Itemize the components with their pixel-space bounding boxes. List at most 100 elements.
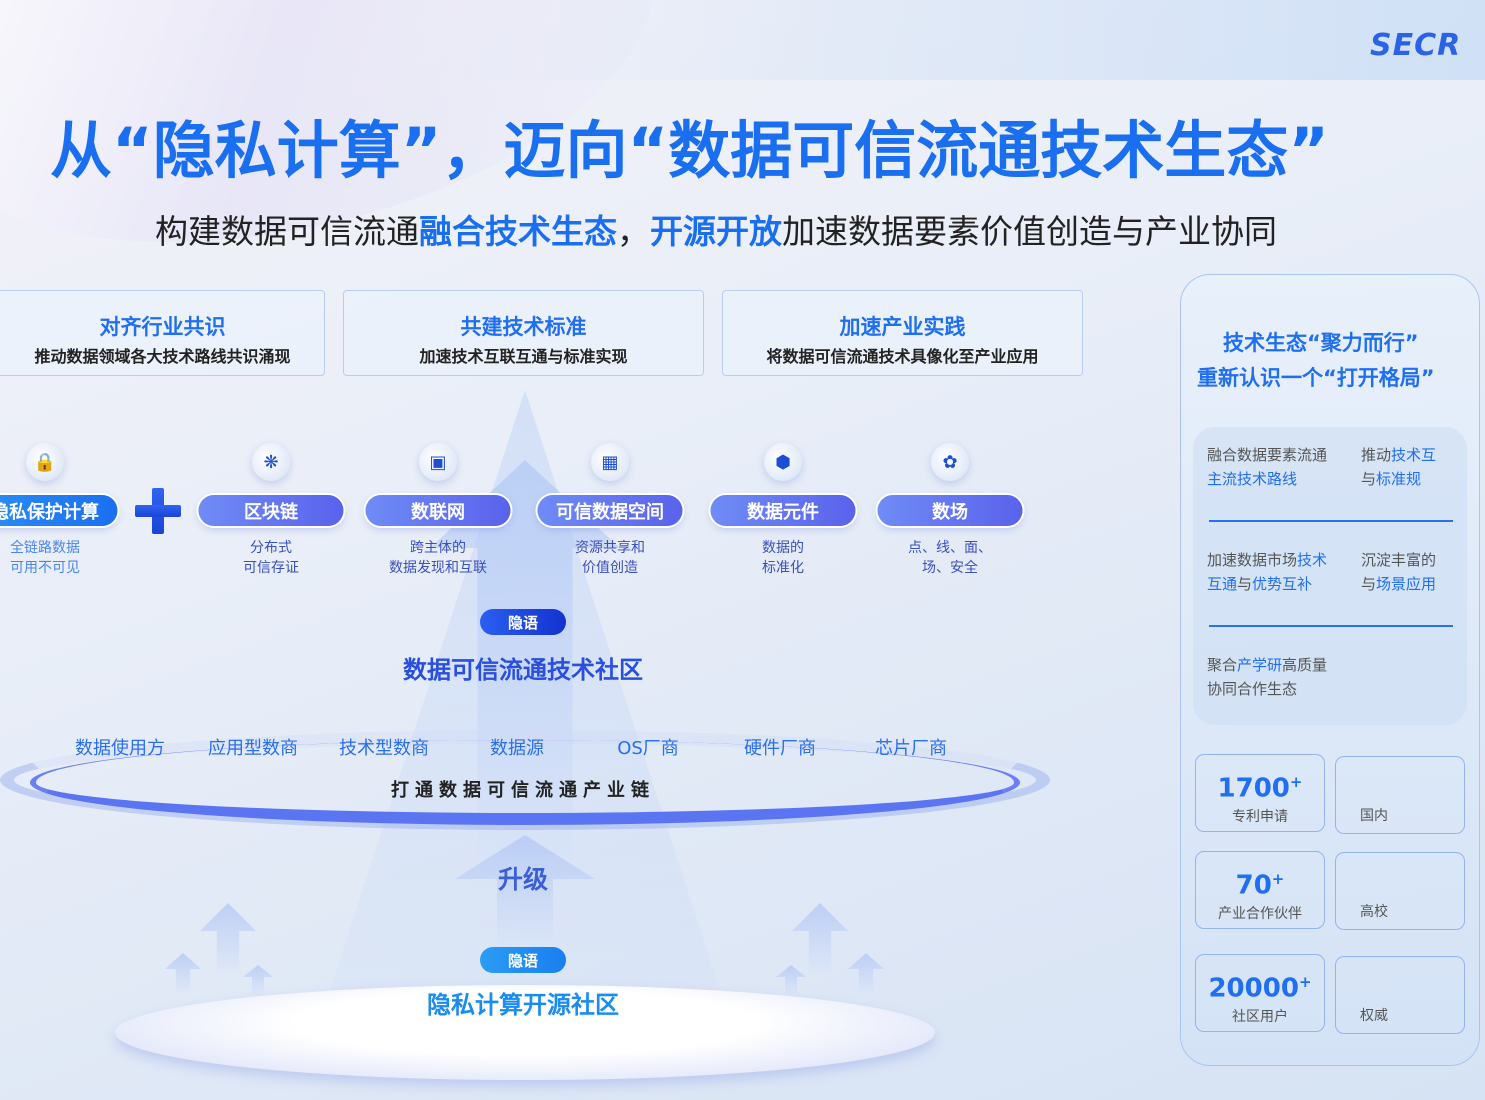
tech-pill-trusted-data-space: 可信数据空间 xyxy=(537,495,683,526)
tech-pill-data-network: 数联网 xyxy=(365,495,511,526)
logo: SECR xyxy=(1370,28,1462,63)
blockchain-icon: ❋ xyxy=(252,443,290,481)
plus-icon xyxy=(135,488,181,534)
feature-text: 协同合作生态 xyxy=(1207,680,1298,698)
subtitle-highlight: 开源开放 xyxy=(650,212,782,251)
chip-icon: ▦ xyxy=(591,443,629,481)
divider xyxy=(1209,625,1453,627)
upper-community-title: 数据可信流通技术社区 xyxy=(403,656,643,684)
stat-label: 社区用户 xyxy=(1232,1008,1288,1025)
feature-text: 沉淀丰富的 xyxy=(1361,551,1437,569)
network-icon: ▣ xyxy=(419,443,457,481)
subtitle-text: ， xyxy=(617,212,650,251)
grid-icon: ✿ xyxy=(931,443,969,481)
tech-desc: 资源共享和价值创造 xyxy=(575,538,645,578)
feature-highlight: 产学研 xyxy=(1237,656,1283,674)
stat-suffix: + xyxy=(1289,773,1303,791)
feature-text: 加速数据市场 xyxy=(1207,551,1298,569)
decor-arrow xyxy=(165,953,201,993)
desc-line: 跨主体的 xyxy=(410,540,466,556)
tech-desc: 全链路数据可用不可见 xyxy=(10,538,80,578)
tech-desc: 点、线、面、场、安全 xyxy=(908,538,992,578)
stat-card: 高校 xyxy=(1335,852,1465,930)
role-label: 硬件厂商 xyxy=(744,738,816,759)
feature-text: 与 xyxy=(1361,470,1377,488)
feature-highlight: 标准规 xyxy=(1376,470,1422,488)
decor-arrow xyxy=(848,953,884,993)
feature-text: 高质量 xyxy=(1282,656,1328,674)
stat-suffix: + xyxy=(1271,870,1285,888)
feature-highlight: 互通 xyxy=(1207,575,1238,593)
feature-highlight: 优势互补 xyxy=(1252,575,1313,593)
tech-desc: 跨主体的数据发现和互联 xyxy=(389,538,487,578)
desc-line: 价值创造 xyxy=(582,560,638,576)
goal-sub: 加速技术互联互通与标准实现 xyxy=(419,347,628,366)
tech-pill-data-field: 数场 xyxy=(877,495,1023,526)
stat-card: 1700+专利申请 xyxy=(1195,754,1325,832)
goal-sub: 推动数据领域各大技术路线共识涌现 xyxy=(34,347,291,366)
feature-item: 融合数据要素流通主流技术路线 xyxy=(1207,443,1327,491)
secretflow-badge: 隐语 xyxy=(480,609,566,635)
tech-desc: 分布式可信存证 xyxy=(243,538,299,578)
subtitle-highlight: 融合技术生态 xyxy=(419,212,617,251)
role-label: 数据使用方 xyxy=(75,738,165,759)
tech-pill-blockchain: 区块链 xyxy=(198,495,344,526)
decor-arrow xyxy=(200,903,256,973)
feature-text: 与 xyxy=(1237,575,1253,593)
role-label: 芯片厂商 xyxy=(875,738,947,759)
desc-line: 可信存证 xyxy=(243,560,299,576)
lower-community-title: 隐私计算开源社区 xyxy=(427,991,619,1019)
stat-card: 20000+ 社区用户 xyxy=(1195,954,1325,1032)
feature-highlight: 场景应用 xyxy=(1376,575,1437,593)
panel-title-line1: 技术生态“聚力而行” xyxy=(1223,331,1419,355)
tech-pill-privacy-computing: 隐私保护计算 xyxy=(0,495,118,526)
stat-suffix: + xyxy=(1298,973,1312,991)
desc-line: 场、安全 xyxy=(922,560,978,576)
desc-line: 数据发现和互联 xyxy=(389,560,487,576)
goal-box: 加速产业实践将数据可信流通技术具像化至产业应用 xyxy=(722,290,1083,376)
desc-line: 资源共享和 xyxy=(575,540,645,556)
page-subtitle: 构建数据可信流通融合技术生态，开源开放加速数据要素价值创造与产业协同 xyxy=(155,205,1277,253)
feature-item: 推动技术互与标准规 xyxy=(1361,443,1436,491)
secretflow-badge: 隐语 xyxy=(480,947,566,973)
page-title: 从“隐私计算”，迈向“数据可信流通技术生态” xyxy=(50,114,1329,187)
goal-box: 共建技术标准加速技术互联互通与标准实现 xyxy=(343,290,704,376)
feature-item: 加速数据市场技术互通与优势互补 xyxy=(1207,548,1327,596)
feature-text: 推动 xyxy=(1361,446,1392,464)
tech-desc: 数据的标准化 xyxy=(762,538,804,578)
desc-line: 点、线、面、 xyxy=(908,540,992,556)
feature-item: 沉淀丰富的与场景应用 xyxy=(1361,548,1436,596)
goal-heading: 共建技术标准 xyxy=(460,315,587,339)
goal-heading: 加速产业实践 xyxy=(839,315,966,339)
desc-line: 全链路数据 xyxy=(10,540,80,556)
feature-text: 融合数据要素流通 xyxy=(1207,446,1328,464)
cube-icon: ⬢ xyxy=(764,443,802,481)
subtitle-text: 加速数据要素价值创造与产业协同 xyxy=(782,212,1277,251)
divider xyxy=(1209,520,1453,522)
decor-arrow xyxy=(776,965,806,995)
stat-card: 国内 xyxy=(1335,756,1465,834)
feature-text: 与 xyxy=(1361,575,1377,593)
goal-box: 对齐行业共识推动数据领域各大技术路线共识涌现 xyxy=(0,290,325,376)
ecosystem-panel: 技术生态“聚力而行” 重新认识一个“打开格局” 融合数据要素流通主流技术路线 推… xyxy=(1180,274,1480,1066)
role-label: OS厂商 xyxy=(617,738,679,759)
feature-highlight: 技术 xyxy=(1297,551,1328,569)
stat-value: 70 xyxy=(1235,870,1272,901)
stat-card: 70+ 产业合作伙伴 xyxy=(1195,851,1325,929)
desc-line: 数据的 xyxy=(762,540,804,556)
stat-value: 20000 xyxy=(1208,973,1299,1004)
base-disc xyxy=(115,985,935,1080)
panel-title-line2: 重新认识一个“打开格局” xyxy=(1197,366,1435,390)
stat-card: 权威 xyxy=(1335,956,1465,1034)
upgrade-label: 升级 xyxy=(497,865,549,894)
lock-wifi-icon: 🔒 xyxy=(26,443,64,481)
role-label: 技术型数商 xyxy=(339,738,429,759)
desc-line: 可用不可见 xyxy=(10,560,80,576)
tech-pill-data-element: 数据元件 xyxy=(710,495,856,526)
stat-label: 专利申请 xyxy=(1232,808,1288,825)
feature-text: 聚合 xyxy=(1207,656,1238,674)
stat-label: 产业合作伙伴 xyxy=(1218,905,1302,922)
role-label: 数据源 xyxy=(490,738,544,759)
decor-arrow xyxy=(243,965,273,995)
background-band xyxy=(450,0,1485,80)
